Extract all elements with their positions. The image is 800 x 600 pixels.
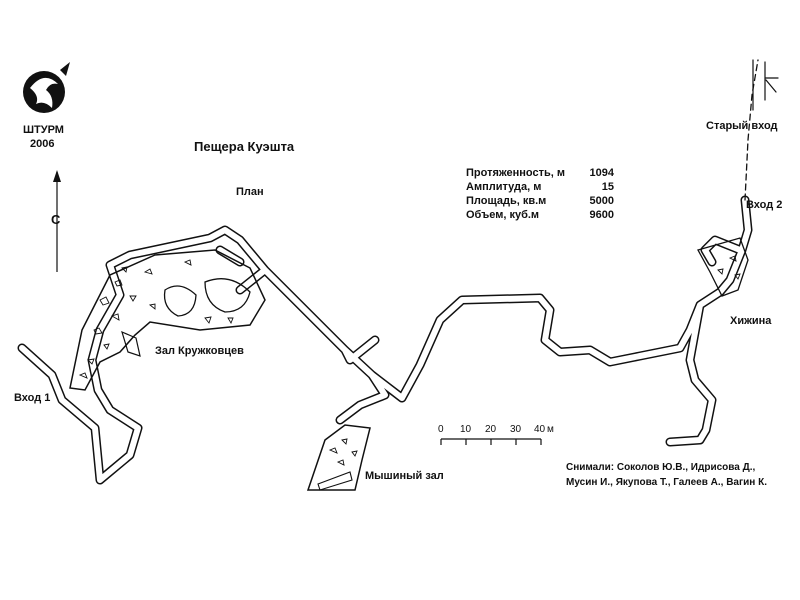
stat-row-length: Протяженность, м 1094 bbox=[466, 166, 614, 180]
scale-tick-40: 40 bbox=[534, 424, 546, 435]
label-mouse-hall: Мышиный зал bbox=[365, 470, 444, 482]
cave-stats-table: Протяженность, м 1094 Амплитуда, м 15 Пл… bbox=[466, 166, 614, 222]
stat-label: Объем, куб.м bbox=[466, 209, 540, 221]
cave-passage bbox=[17, 59, 779, 485]
stat-label: Амплитуда, м bbox=[466, 181, 542, 193]
scale-tick-30: 30 bbox=[510, 424, 522, 435]
hall-kruzhkovtsev-chamber bbox=[69, 249, 266, 391]
map-subtitle: План bbox=[236, 186, 264, 198]
mouse-hall-chamber bbox=[306, 424, 371, 491]
dragon-emblem-icon bbox=[23, 62, 70, 113]
hut-area-chamber bbox=[697, 237, 749, 297]
label-entrance-1: Вход 1 bbox=[14, 392, 51, 404]
logo-org-name: ШТУРМ bbox=[23, 124, 64, 136]
scale-unit: м bbox=[547, 424, 554, 435]
scale-bar bbox=[440, 438, 542, 445]
stat-label: Протяженность, м bbox=[466, 167, 566, 179]
survey-credits: Снимали: Соколов Ю.В., Идрисова Д., Муси… bbox=[566, 460, 767, 490]
stat-row-amplitude: Амплитуда, м 15 bbox=[466, 180, 614, 194]
scale-tick-20: 20 bbox=[485, 424, 497, 435]
north-label: С bbox=[51, 212, 61, 227]
logo-year: 2006 bbox=[30, 138, 55, 150]
label-old-entrance: Старый вход bbox=[706, 120, 778, 132]
north-arrow-icon bbox=[53, 170, 61, 272]
credits-line-2: Мусин И., Якупова Т., Галеев А., Вагин К… bbox=[566, 477, 767, 488]
label-hall-kruzhkovtsev: Зал Кружковцев bbox=[155, 345, 244, 357]
stat-value: 1094 bbox=[589, 167, 614, 179]
stat-value: 9600 bbox=[589, 209, 614, 221]
stat-row-volume: Объем, куб.м 9600 bbox=[466, 208, 614, 222]
label-hut: Хижина bbox=[730, 315, 772, 327]
scale-tick-0: 0 bbox=[438, 424, 444, 435]
stat-row-area: Площадь, кв.м 5000 bbox=[466, 194, 614, 208]
scale-tick-10: 10 bbox=[460, 424, 472, 435]
label-entrance-2: Вход 2 bbox=[746, 199, 783, 211]
stat-label: Площадь, кв.м bbox=[466, 195, 547, 207]
stat-value: 15 bbox=[601, 181, 614, 193]
credits-line-1: Снимали: Соколов Ю.В., Идрисова Д., bbox=[566, 462, 756, 473]
map-title: Пещера Куэшта bbox=[194, 139, 295, 154]
stat-value: 5000 bbox=[589, 195, 614, 207]
